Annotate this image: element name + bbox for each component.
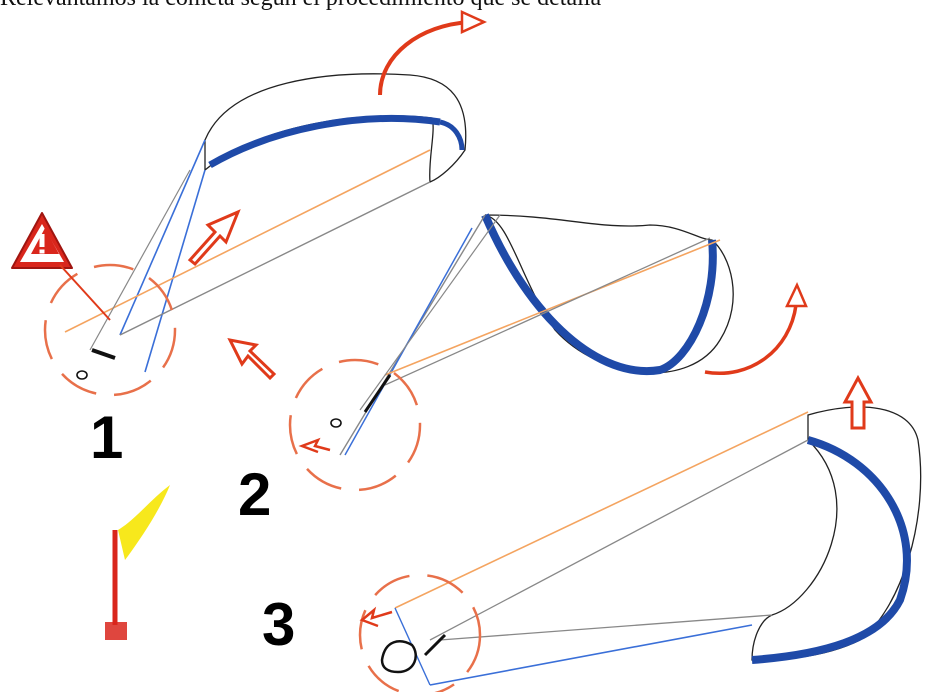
- step-3-kite: [358, 374, 922, 692]
- step-2-number: 2: [238, 461, 271, 528]
- step-3-number: 3: [262, 591, 295, 658]
- caption: Relevantamos la cometa segun el procedim…: [0, 0, 936, 12]
- step-2-kite: [227, 213, 808, 492]
- warning-icon: [11, 212, 111, 321]
- wind-flag-icon: [105, 485, 170, 640]
- step-1-kite: [43, 10, 488, 397]
- step-1-number: 1: [90, 404, 123, 471]
